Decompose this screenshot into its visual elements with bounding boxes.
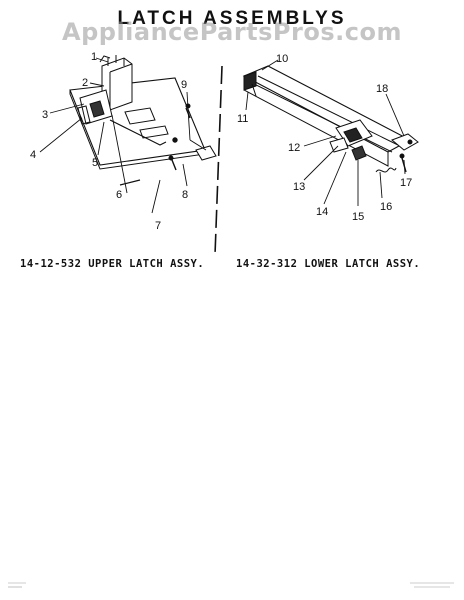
callout-9: 9: [181, 79, 187, 91]
callout-11: 11: [237, 113, 248, 125]
upper-leader-lines: [39, 57, 191, 214]
callout-13: 13: [293, 181, 305, 193]
callout-3: 3: [42, 109, 48, 121]
callout-5: 5: [92, 157, 98, 169]
callout-7: 7: [155, 220, 161, 232]
watermark: AppliancePartsPros.com: [62, 18, 402, 46]
upper-latch-caption: 14-12-532 UPPER LATCH ASSY.: [20, 258, 205, 270]
callout-10: 10: [276, 53, 288, 65]
callout-8: 8: [182, 189, 188, 201]
footer-print-marks: [8, 582, 454, 588]
callout-1: 1: [91, 51, 97, 63]
callout-18: 18: [376, 83, 388, 95]
callout-2: 2: [82, 77, 88, 89]
lower-leader-lines: [245, 59, 406, 206]
lower-latch-caption: 14-32-312 LOWER LATCH ASSY.: [236, 258, 421, 270]
callout-4: 4: [30, 149, 36, 161]
page-title: LATCH ASSEMBLYS: [117, 8, 347, 29]
callout-17: 17: [400, 177, 412, 189]
callout-6: 6: [116, 189, 122, 201]
callout-12: 12: [288, 142, 300, 154]
upper-latch-drawing: [69, 55, 217, 186]
lower-latch-drawing: [242, 65, 419, 173]
callout-14: 14: [316, 206, 328, 218]
divider-line: [214, 65, 223, 256]
callout-16: 16: [380, 201, 392, 213]
callout-15: 15: [352, 211, 364, 223]
